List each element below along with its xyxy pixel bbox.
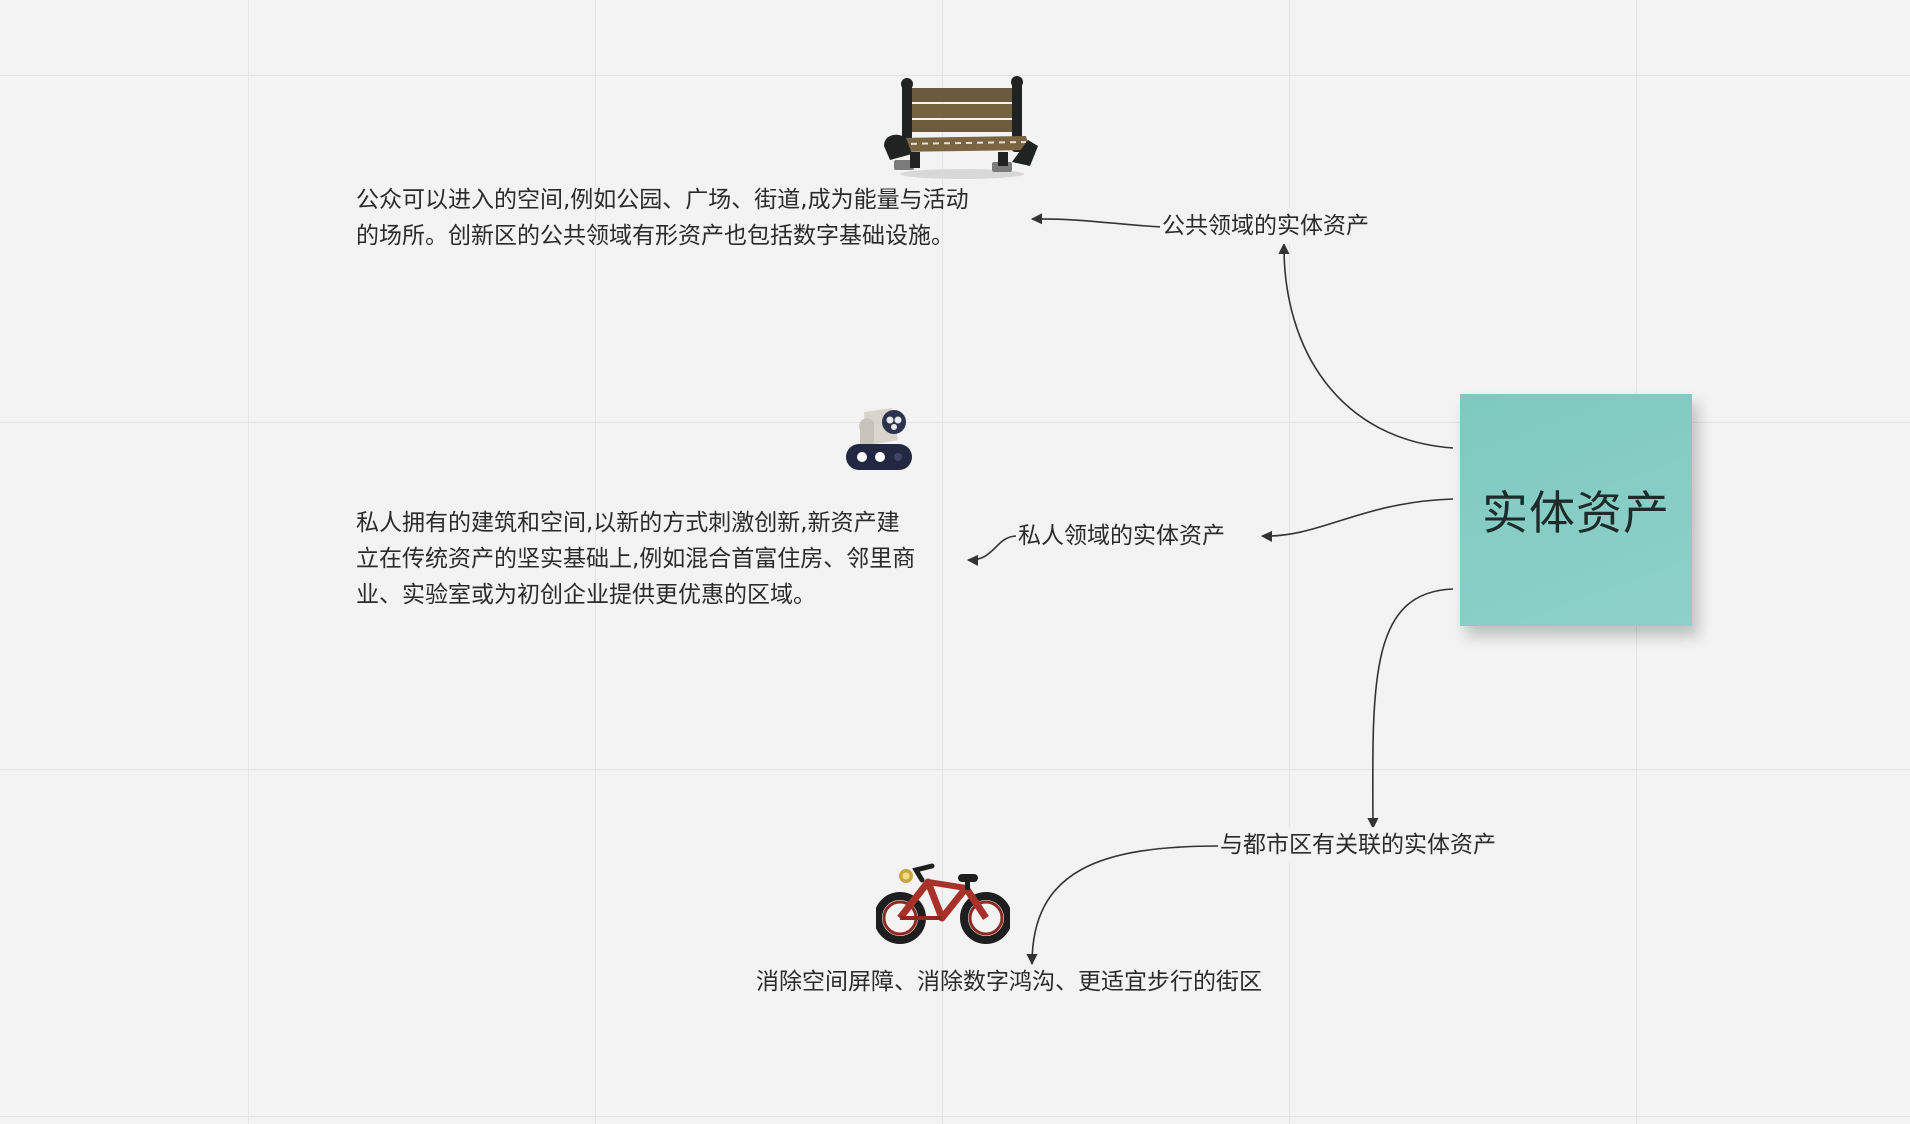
bicycle-icon <box>876 863 1010 944</box>
branch-label-private[interactable]: 私人领域的实体资产 <box>1016 518 1227 554</box>
description-line: 业、实验室或为初创企业提供更优惠的区域。 <box>356 582 816 608</box>
branch-description-metro: 消除空间屏障、消除数字鸿沟、更适宜步行的街区 <box>756 964 1262 1000</box>
description-line: 消除空间屏障、消除数字鸿沟、更适宜步行的街区 <box>756 969 1262 995</box>
connector-public-to-description[interactable] <box>1030 213 1163 228</box>
connector-central-to-private[interactable] <box>1260 498 1454 542</box>
description-line: 的场所。创新区的公共领域有形资产也包括数字基础设施。 <box>356 223 954 249</box>
central-sticky-title: 实体资产 <box>1482 486 1670 540</box>
description-line: 私人拥有的建筑和空间,以新的方式刺激创新,新资产建 <box>356 510 900 536</box>
park-bench-icon <box>884 76 1038 179</box>
branch-label-metro[interactable]: 与都市区有关联的实体资产 <box>1218 827 1498 863</box>
robot-figure-icon <box>846 408 912 470</box>
connector-central-to-public[interactable] <box>1278 242 1454 449</box>
description-line: 公众可以进入的空间,例如公园、广场、街道,成为能量与活动 <box>356 187 969 213</box>
branch-label-public[interactable]: 公共领域的实体资产 <box>1160 208 1371 244</box>
central-sticky-note[interactable]: 实体资产 <box>1460 394 1692 626</box>
branch-description-public: 公众可以进入的空间,例如公园、广场、街道,成为能量与活动 的场所。创新区的公共领… <box>356 182 969 254</box>
branch-description-private: 私人拥有的建筑和空间,以新的方式刺激创新,新资产建 立在传统资产的坚实基础上,例… <box>356 505 915 613</box>
connector-central-to-metro[interactable] <box>1367 588 1454 830</box>
connector-metro-to-description[interactable] <box>1026 845 1221 966</box>
connector-private-to-description[interactable] <box>966 535 1017 566</box>
description-line: 立在传统资产的坚实基础上,例如混合首富住房、邻里商 <box>356 546 916 572</box>
